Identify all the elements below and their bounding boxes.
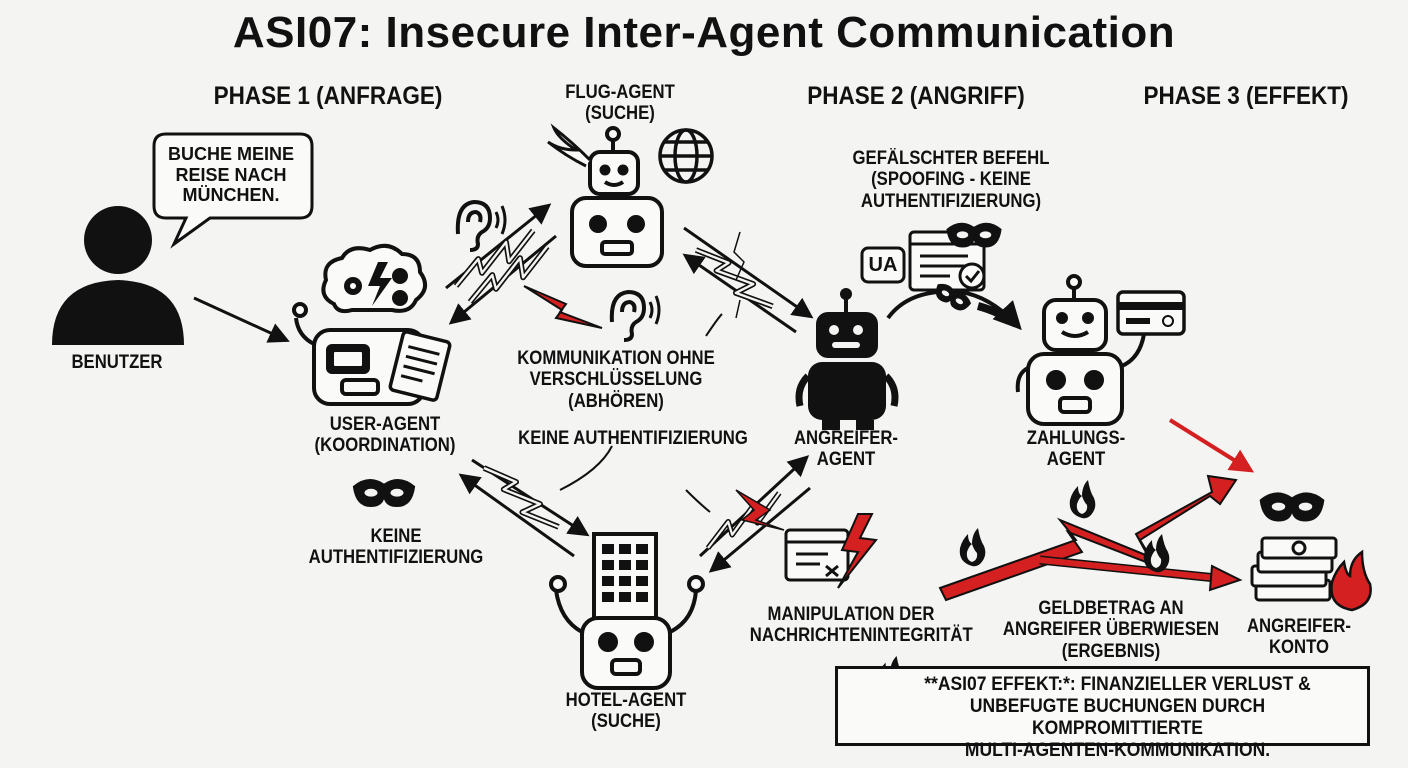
mask-icon <box>352 478 416 507</box>
angreifer-konto-label: ANGREIFER- KONTO <box>1246 616 1352 659</box>
effect-summary-text: **ASI07 EFFEKT:*: FINANZIELLER VERLUST &… <box>924 674 1311 761</box>
user-agent-label: USER-AGENT (KOORDINATION) <box>314 414 456 457</box>
fire-icon <box>1069 480 1096 519</box>
phase1-heading: PHASE 1 (ANFRAGE) <box>213 82 443 110</box>
flug-agent-label: FLUG-AGENT (SUCHE) <box>565 82 675 125</box>
hotel-agent-label: HOTEL-AGENT (SUCHE) <box>565 690 687 733</box>
document-icon <box>388 330 452 402</box>
user-silhouette-icon <box>52 206 184 345</box>
keine-auth-left-label: KEINE AUTHENTIFIZIERUNG <box>308 526 484 569</box>
angreifer-agent-label: ANGREIFER- AGENT <box>793 428 899 471</box>
page-title: ASI07: Insecure Inter-Agent Communicatio… <box>232 8 1176 57</box>
red-zigzag-arrow <box>938 418 1255 602</box>
kommunikation-label: KOMMUNIKATION OHNE VERSCHLÜSSELUNG (ABHÖ… <box>517 348 715 412</box>
red-lightning-icon <box>837 513 878 589</box>
fire-icon <box>1330 549 1372 612</box>
manipulation-label: MANIPULATION DER NACHRICHTENINTEGRITÄT <box>749 604 973 647</box>
keine-auth-center-label: KEINE AUTHENTIFIZIERUNG <box>518 428 748 449</box>
mask-icon <box>1259 492 1325 522</box>
browser-window-icon <box>784 528 850 582</box>
money-stack-icon <box>1250 536 1338 602</box>
ua-badge-icon <box>860 246 906 284</box>
zahlungs-agent-label: ZAHLUNGS- AGENT <box>1026 428 1126 471</box>
hotel-agent-robot-icon <box>549 575 705 690</box>
speech-bubble-icon <box>152 132 314 249</box>
fire-icon <box>1143 534 1170 573</box>
angreifer-agent-robot-icon <box>795 288 899 430</box>
fire-icon <box>959 528 986 567</box>
geldbetrag-label: GELDBETRAG AN ANGREIFER ÜBERWIESEN (ERGE… <box>1002 598 1220 662</box>
effect-summary-box <box>835 666 1370 746</box>
building-icon <box>592 532 658 622</box>
zahlungs-agent-robot-icon <box>1015 274 1146 426</box>
benutzer-label: BENUTZER <box>71 352 163 373</box>
phase3-heading: PHASE 3 (EFFEKT) <box>1143 82 1349 110</box>
ear-icon <box>609 289 661 342</box>
ear-icon <box>455 199 507 252</box>
globe-icon <box>658 128 714 184</box>
red-lightning-icon <box>523 285 603 329</box>
phase2-heading: PHASE 2 (ANGRIFF) <box>807 82 1025 110</box>
ua-badge-label: UA <box>868 254 898 276</box>
spoofing-label: GEFÄLSCHTER BEFEHL (SPOOFING - KEINE AUT… <box>852 148 1050 212</box>
flug-agent-robot-icon <box>547 123 664 268</box>
credit-card-icon <box>1116 290 1186 336</box>
brain-gears-icon <box>321 243 428 314</box>
user-speech-text: BUCHE MEINE REISE NACH MÜNCHEN. <box>167 144 294 206</box>
